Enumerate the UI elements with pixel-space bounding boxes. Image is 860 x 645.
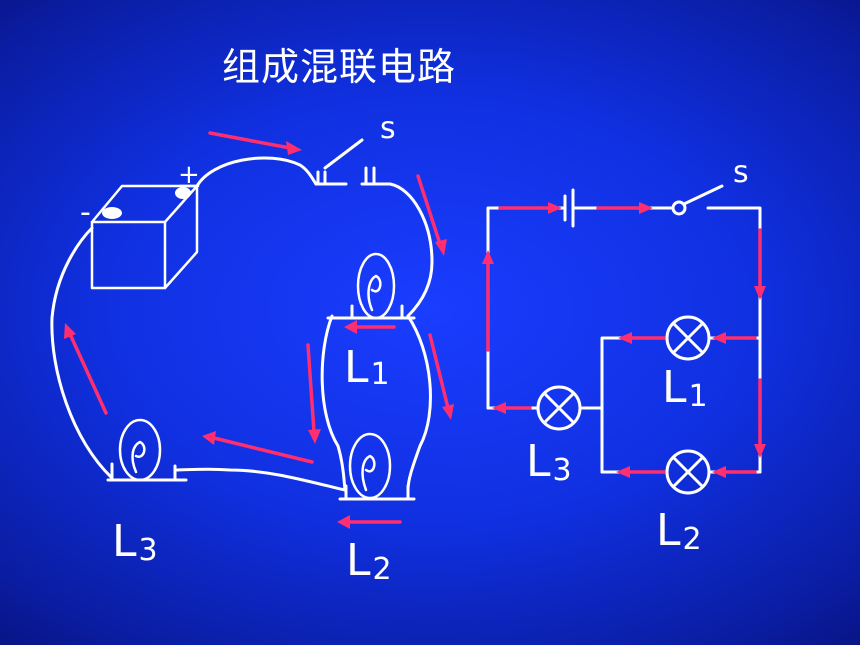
switch-label: s — [380, 111, 396, 146]
wire-left-top — [486, 206, 565, 410]
schematic-switch-label: s — [733, 155, 749, 190]
right-l1-label: L1 — [662, 362, 708, 414]
bulb-l3-icon — [106, 418, 188, 482]
battery-icon — [90, 184, 200, 290]
lamp-l1-symbol-icon — [665, 315, 711, 361]
wire-right-side — [706, 206, 762, 474]
lamp-l3-symbol-icon — [536, 385, 582, 431]
wire-switch-l1 — [388, 182, 434, 318]
wire-l1-left-l2 — [320, 314, 347, 492]
wire-branch-left — [600, 336, 668, 474]
physical-circuit: + - s — [50, 111, 454, 587]
slide-title: 组成混联电路 — [222, 45, 457, 89]
schematic-circuit: s — [482, 155, 766, 557]
left-l1-label: L1 — [344, 342, 390, 393]
wire-l2-l3 — [173, 467, 347, 492]
current-arrows-right — [482, 202, 766, 478]
right-l2-label: L2 — [656, 505, 702, 557]
battery-symbol-icon — [563, 188, 575, 228]
left-l3-label: L3 — [112, 516, 158, 568]
bulb-l1-icon — [326, 252, 416, 320]
left-l2-label: L2 — [346, 535, 392, 587]
current-arrows-left — [64, 131, 454, 529]
battery-minus-label: - — [80, 195, 91, 230]
battery-plus-label: + — [178, 160, 200, 190]
switch-symbol-icon — [671, 184, 724, 216]
wire-battery-switch — [195, 156, 318, 188]
lamp-l2-symbol-icon — [665, 449, 711, 495]
bulb-l2-icon — [338, 432, 416, 501]
switch-icon — [314, 138, 392, 186]
wire-l3-battery — [50, 226, 114, 480]
right-l3-label: L3 — [526, 436, 572, 488]
wire-l1-right-l2 — [406, 314, 432, 492]
